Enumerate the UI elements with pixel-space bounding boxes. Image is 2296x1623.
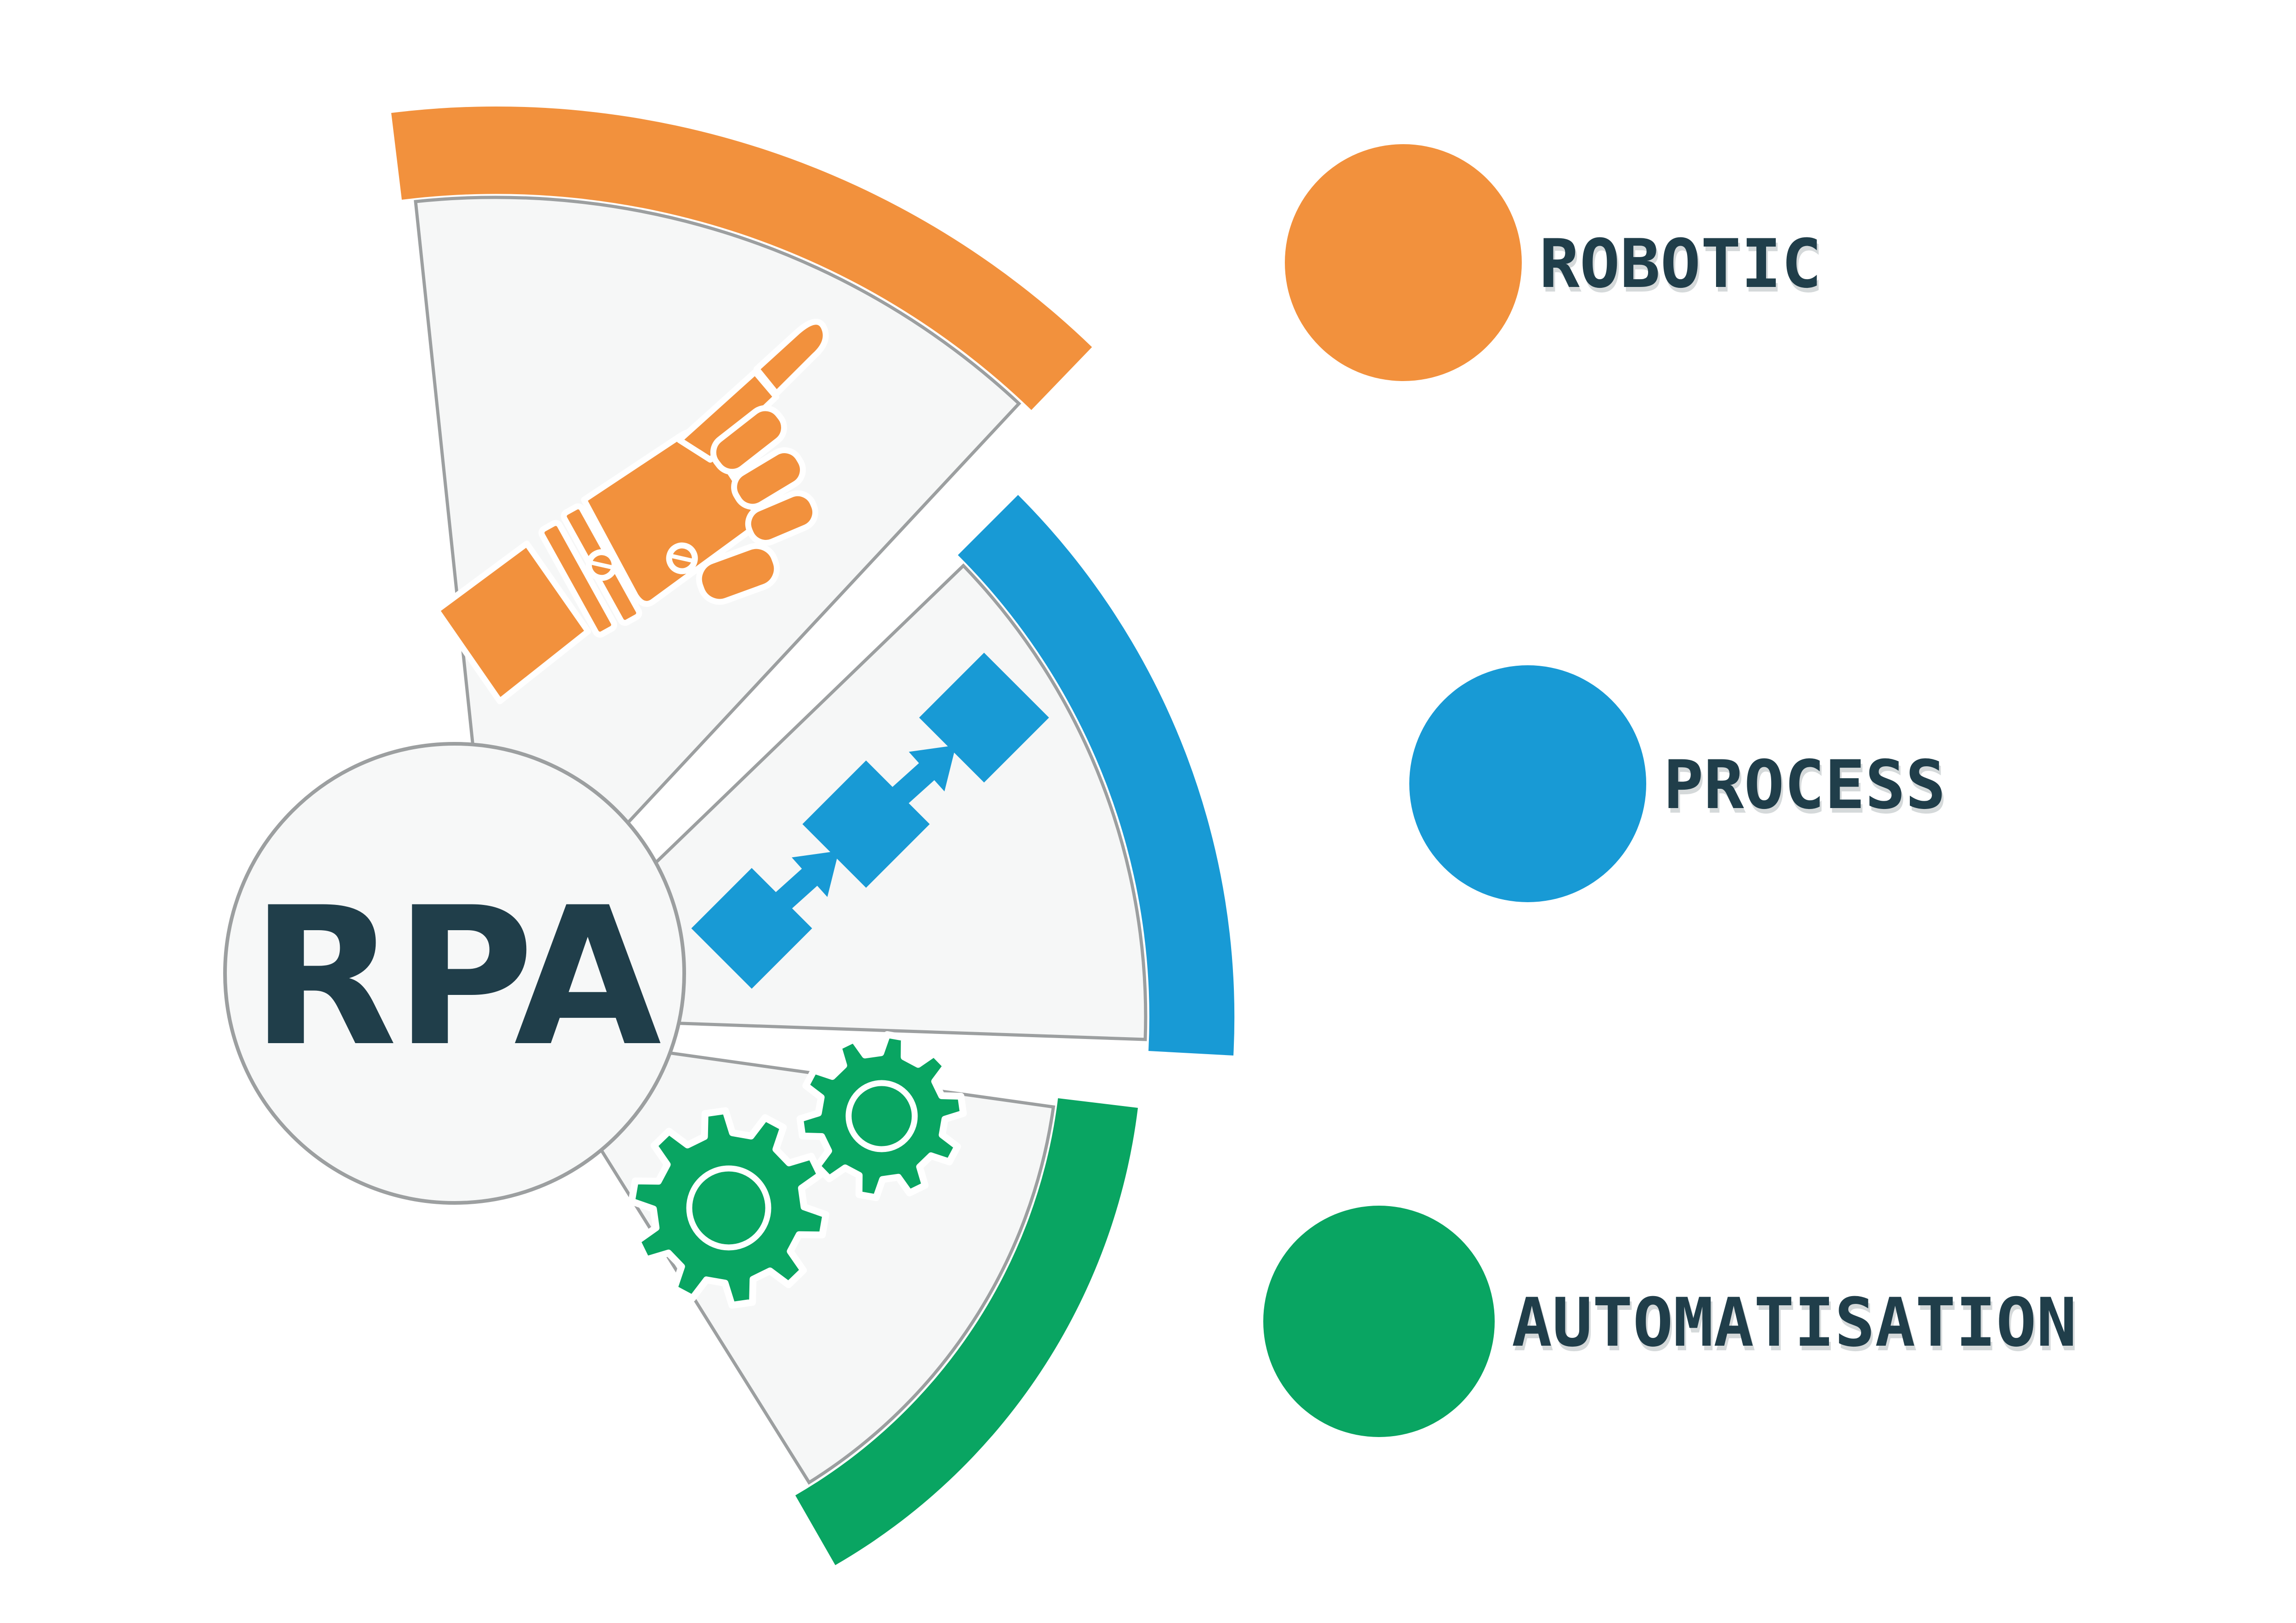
process-arc-band: [958, 495, 1235, 1056]
sector-automatisation: [525, 1031, 1138, 1565]
gear-icon: [796, 1031, 967, 1202]
gears-icon: [628, 1031, 967, 1309]
rpa-acronym-text: RPA: [251, 866, 663, 1088]
robot-forearm: [433, 540, 591, 704]
legend-label-robotic: ROBOTIC: [1539, 225, 1822, 303]
robot-hand-icon: [433, 319, 829, 704]
robot-thumb: [696, 543, 780, 605]
robot-index-finger-segment: [676, 369, 779, 463]
robotic-arc-band: [391, 106, 1092, 410]
robot-cuff-band: [538, 520, 618, 638]
fan-diagram: [391, 106, 1235, 1565]
legend-dot-robotic: [1285, 144, 1522, 381]
gear-ring: [686, 1165, 771, 1251]
gear-icon: [628, 1107, 829, 1309]
rpa-center-circle: [223, 742, 686, 1205]
legend-dot-process: [1409, 665, 1646, 902]
gear-ring: [845, 1080, 918, 1152]
process-arrow-icon: [772, 851, 839, 912]
rpa-center: RPA: [223, 742, 686, 1205]
legend-item-automatisation: AUTOMATISATION: [1263, 1206, 2077, 1437]
robot-curled-finger: [731, 447, 806, 510]
robot-screw-slot: [589, 560, 615, 570]
process-arrow-icon: [889, 745, 956, 807]
legend-item-process: PROCESS: [1409, 665, 1946, 902]
legend-item-robotic: ROBOTIC: [1285, 144, 1822, 381]
robot-screw-slot: [669, 554, 695, 563]
legend-label-process: PROCESS: [1663, 746, 1946, 824]
robot-curled-finger: [710, 405, 788, 475]
robot-index-fingertip: [754, 319, 829, 397]
robot-curled-finger: [745, 490, 818, 546]
legend-dot-automatisation: [1263, 1206, 1495, 1437]
automatisation-arc-band: [795, 1098, 1138, 1565]
legend-label-automatisation: AUTOMATISATION: [1512, 1284, 2077, 1362]
legend: ROBOTIC PROCESS AUTOMATISATION: [1263, 144, 2077, 1437]
